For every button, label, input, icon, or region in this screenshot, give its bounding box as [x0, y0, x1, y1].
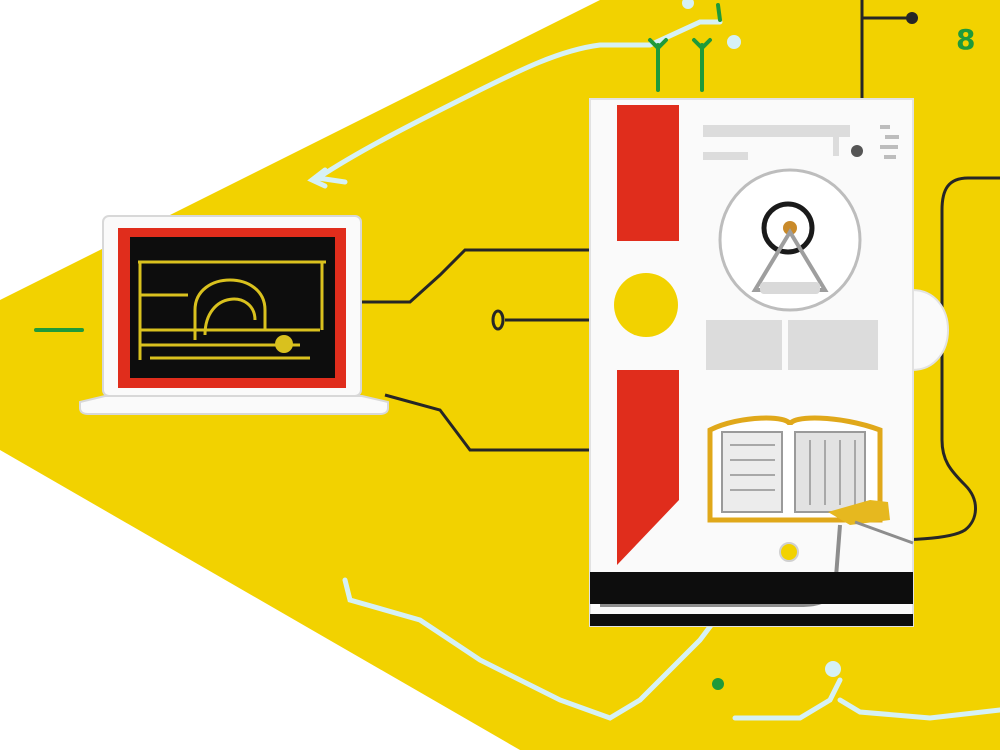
dark-wire-laptop-top	[362, 248, 600, 304]
light-wire-bottom-right	[732, 677, 1000, 721]
light-wire-group	[307, 19, 1000, 721]
device-label-bar-3	[833, 136, 839, 156]
light-node-top-small	[682, 0, 694, 9]
green-lead-fork-1	[648, 38, 668, 92]
device-dial-ring	[761, 201, 815, 255]
laptop-screen-dot	[275, 335, 293, 353]
light-node-bottom	[825, 661, 841, 677]
device-cartridge	[707, 415, 883, 523]
device-dial	[718, 168, 862, 312]
device-info-panel-1	[706, 320, 782, 370]
dark-wire-node	[491, 309, 505, 331]
device-controls-icon	[880, 125, 899, 159]
green-lead-group	[34, 3, 722, 332]
device-status-light	[779, 542, 799, 562]
light-wire-top	[315, 19, 723, 181]
device	[589, 98, 949, 627]
device-red-stripe-top	[617, 105, 679, 241]
dark-wire-right-loop	[879, 176, 1000, 542]
laptop-screen-graphic	[138, 260, 326, 360]
laptop-base	[79, 395, 389, 415]
light-node-top	[727, 35, 741, 49]
device-bottom-strip	[590, 614, 913, 626]
device-label-bar-1	[703, 125, 850, 137]
top-right-node	[906, 12, 918, 24]
device-yellow-plug	[828, 500, 890, 525]
dark-wire-laptop-bottom	[384, 393, 600, 452]
device-cable-right	[854, 520, 914, 545]
device-yellow-circle	[614, 273, 678, 337]
device-label-bar-2	[703, 152, 748, 160]
green-lead-top-hook	[716, 3, 722, 22]
device-knob-icon	[851, 145, 863, 157]
green-lead-fork-2	[692, 38, 712, 92]
device-dial-center	[783, 221, 797, 235]
green-dot-bottom	[712, 678, 724, 690]
light-wire-arrow	[307, 167, 348, 189]
laptop	[79, 215, 389, 415]
device-bottom-bar	[590, 572, 913, 604]
device-dial-base	[760, 282, 820, 294]
device-red-stripe-bottom	[617, 370, 679, 565]
light-wire-bottom-left	[342, 577, 718, 721]
corner-number-label: 8	[956, 23, 976, 56]
dark-wire-group	[362, 0, 1000, 542]
device-side-tab	[911, 288, 949, 372]
device-info-panel-2	[788, 320, 878, 370]
